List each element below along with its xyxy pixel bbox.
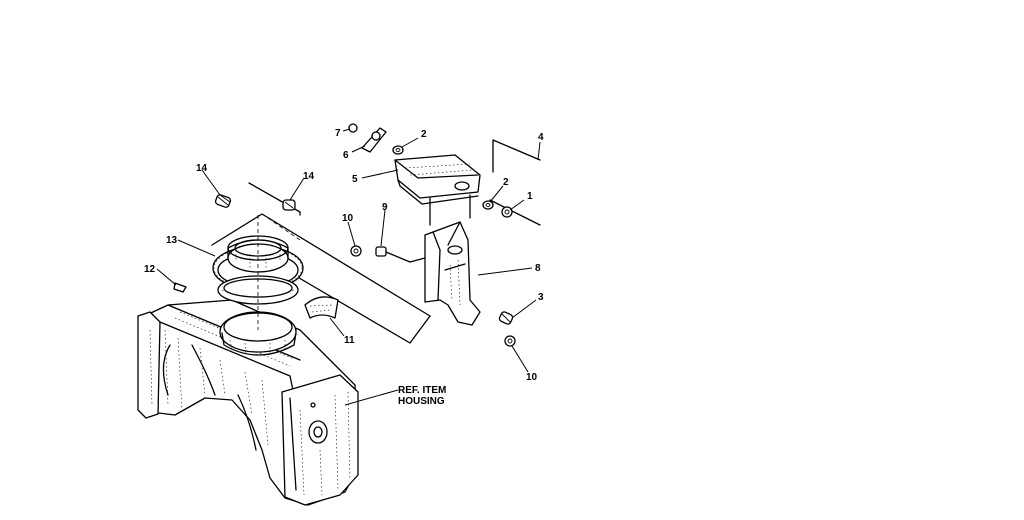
- callout-6: 6: [343, 150, 349, 161]
- callout-9: 9: [382, 202, 388, 213]
- bracket-5: [394, 154, 481, 226]
- screw-12: [173, 282, 187, 293]
- callout-13: 13: [166, 235, 178, 246]
- housing: [137, 299, 359, 506]
- callout-11: 11: [344, 335, 355, 346]
- callout-3: 3: [538, 292, 544, 303]
- ref-item-label: REF. ITEM: [398, 385, 446, 396]
- callout-2-top: 2: [421, 129, 427, 140]
- lever-6: [361, 127, 387, 153]
- callout-14-right: 14: [303, 171, 315, 182]
- bolt-9: [375, 246, 411, 263]
- callout-14-left: 14: [196, 163, 208, 174]
- callout-labels: 1 2 2 3 4 5 6 7 8 9 10 10 11 12 13 14 14…: [144, 128, 544, 407]
- callout-10-right: 10: [526, 372, 538, 383]
- callout-12: 12: [144, 264, 156, 275]
- housing-label: HOUSING: [398, 396, 445, 407]
- leader-lines: [156, 128, 541, 406]
- alignment-lines: [257, 213, 301, 330]
- callout-7: 7: [335, 128, 341, 139]
- callout-8: 8: [535, 263, 541, 274]
- callout-2-right: 2: [503, 177, 509, 188]
- washer-2-right: [482, 200, 494, 210]
- knob-7: [348, 123, 358, 133]
- nut-10-left: [350, 245, 362, 257]
- nut-1: [501, 206, 513, 218]
- bolt-3: [498, 311, 514, 325]
- clip-11: [304, 296, 339, 319]
- screw-14-right: [282, 199, 296, 211]
- callout-1: 1: [527, 191, 533, 202]
- bracket-arm-8: [409, 221, 481, 326]
- washer-2-top: [392, 145, 404, 155]
- callout-5: 5: [352, 174, 358, 185]
- nut-10-right: [504, 335, 516, 347]
- callout-10-left: 10: [342, 213, 354, 224]
- screw-14-left: [214, 194, 232, 208]
- callout-4: 4: [538, 132, 544, 143]
